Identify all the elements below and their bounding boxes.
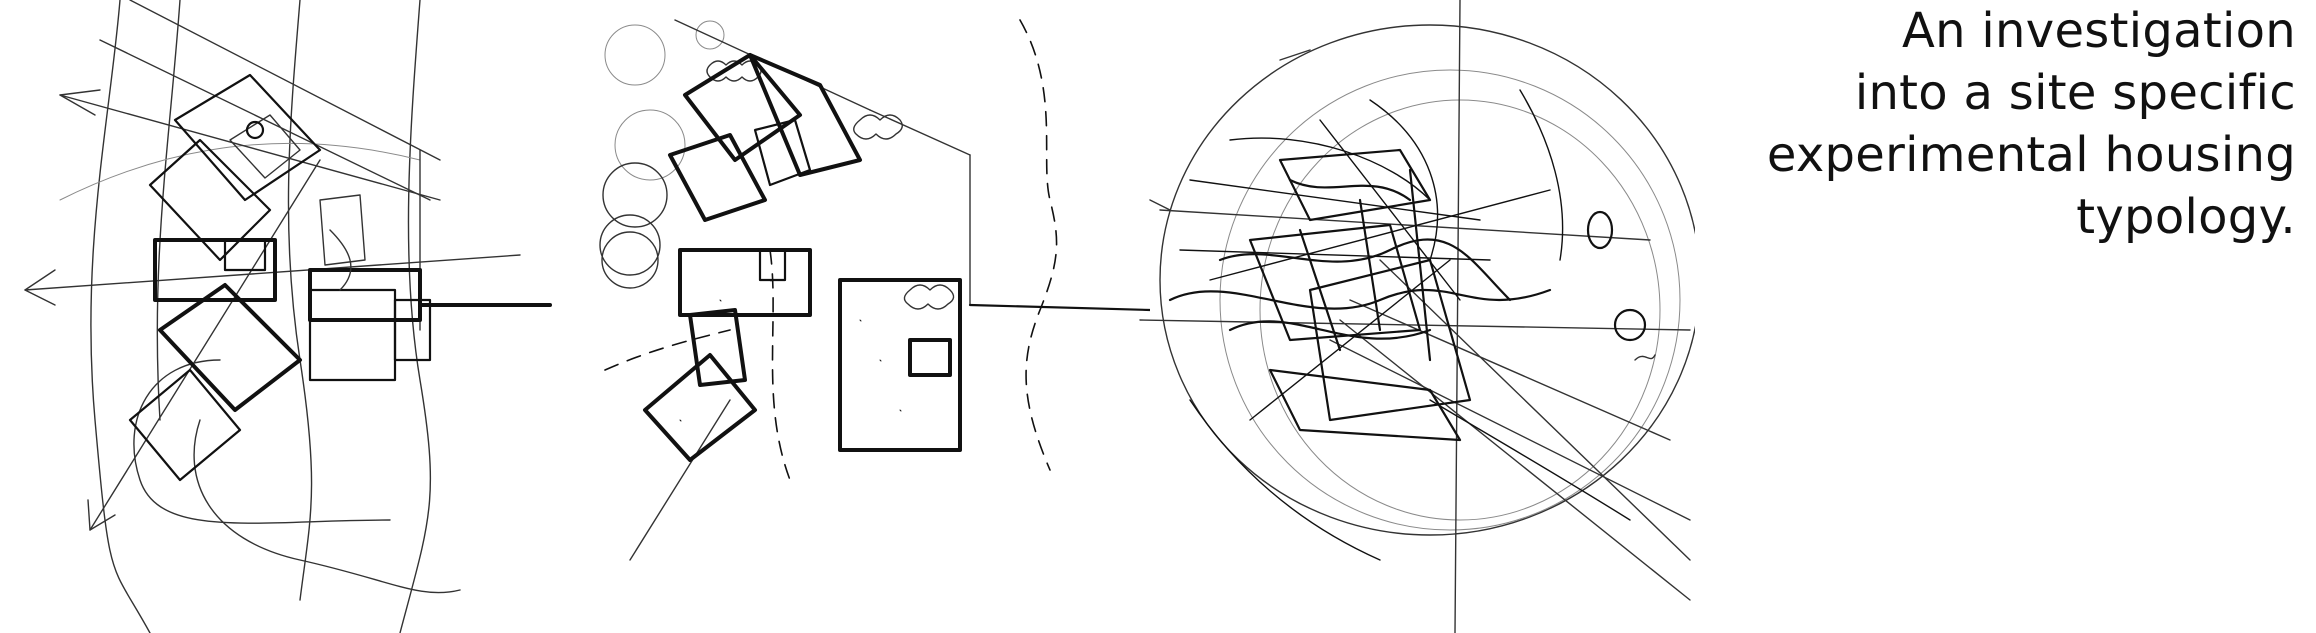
heading-line: An investigation [1901,3,2296,59]
concept-scribble-sketch [1139,0,1695,633]
heading-line: experimental housing [1766,127,2296,183]
site-plan-sketch-1 [24,0,552,633]
project-description-heading: An investigation into a site specific ex… [1676,0,2296,248]
heading-line: typology. [2076,189,2296,245]
site-plan-sketch-2 [599,19,1150,561]
heading-line: into a site specific [1854,65,2296,121]
